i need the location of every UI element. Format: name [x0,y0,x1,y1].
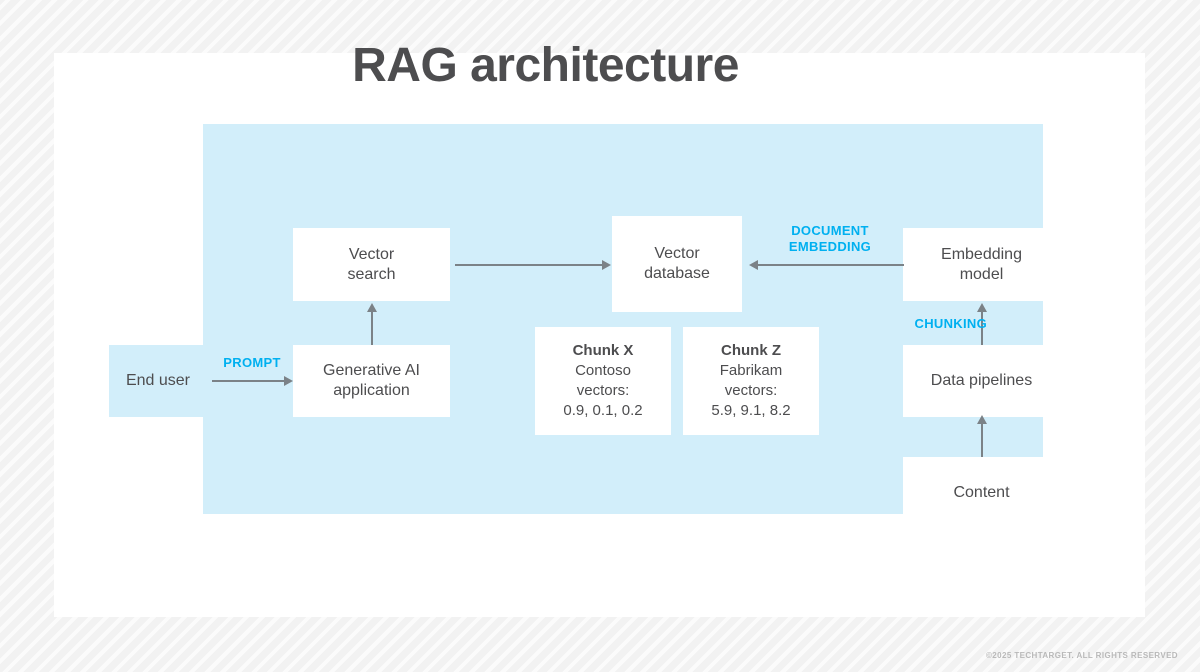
footer-copyright: ©2025 TECHTARGET. ALL RIGHTS RESERVED [986,651,1178,660]
node-vector-search-line2: search [347,265,396,283]
node-vector-database-line1: Vector [654,245,700,262]
arrow-left-icon-embedding-model-to-vector-database [749,260,758,270]
chunk-x-vectors: 0.9, 0.1, 0.2 [563,401,643,419]
arrow-up-icon-content-to-data-pipelines [977,415,987,424]
node-embedding-model-label: Embedding model [941,245,1022,285]
node-end-user[interactable]: End user [109,345,207,417]
node-vector-search-line1: Vector [348,245,395,263]
connector-label-prompt: PROMPT [223,355,281,370]
connector-label-document-embedding-line1: DOCUMENT [791,223,869,238]
connector-genai-to-vector-search [371,311,373,345]
arrow-right-icon-end-user-to-genai [284,376,293,386]
node-embedding-model-line1: Embedding [941,245,1022,263]
node-vector-database-label: Vector database [644,244,710,284]
arrow-right-icon-vector-search-to-vector-database [602,260,611,270]
node-embedding-model-line2: model [959,265,1004,283]
node-vector-search-label: Vector search [347,245,395,285]
node-generative-ai-application-label: Generative AI application [323,361,420,401]
chunk-card-x[interactable]: Chunk X Contoso vectors: 0.9, 0.1, 0.2 [535,327,671,435]
chunk-x-title: Chunk X [572,342,634,360]
chunk-z-vectors-label: vectors: [724,382,778,399]
node-content-label: Content [953,484,1010,501]
node-vector-search[interactable]: Vector search [293,228,450,301]
chunk-z-source: Fabrikam [719,362,783,380]
node-genai-line1: Generative AI [323,362,420,379]
diagram-panel [203,124,1043,514]
page-title: RAG architecture [352,39,739,92]
connector-vector-search-to-vector-database [455,264,603,266]
node-content[interactable]: Content [903,457,1060,529]
chunk-x-vectors-label: vectors: [576,382,630,399]
node-end-user-label: End user [125,372,191,389]
connector-label-document-embedding-line2: EMBEDDING [788,238,872,254]
chunk-z-title: Chunk Z [721,342,781,360]
node-vector-database-line2: database [644,265,710,282]
node-data-pipelines-label: Data pipelines [930,372,1033,389]
connector-end-user-to-genai [212,380,284,382]
chunk-z-vectors: 5.9, 9.1, 8.2 [711,401,791,419]
arrow-up-icon-genai-to-vector-search [367,303,377,312]
node-genai-line2: application [333,382,410,399]
connector-label-chunking: CHUNKING [914,316,987,331]
arrow-up-icon-data-pipelines-to-embedding-model [977,303,987,312]
connector-content-to-data-pipelines [981,423,983,457]
node-generative-ai-application[interactable]: Generative AI application [293,345,450,417]
node-vector-database[interactable]: Vector database [612,216,742,312]
chunk-x-source: Contoso [575,362,631,380]
node-data-pipelines[interactable]: Data pipelines [903,345,1060,417]
connector-data-pipelines-to-embedding-model [981,311,983,345]
connector-label-document-embedding: DOCUMENT EMBEDDING [760,223,900,254]
connector-embedding-model-to-vector-database [758,264,904,266]
node-embedding-model[interactable]: Embedding model [903,228,1060,301]
chunk-card-z[interactable]: Chunk Z Fabrikam vectors: 5.9, 9.1, 8.2 [683,327,819,435]
